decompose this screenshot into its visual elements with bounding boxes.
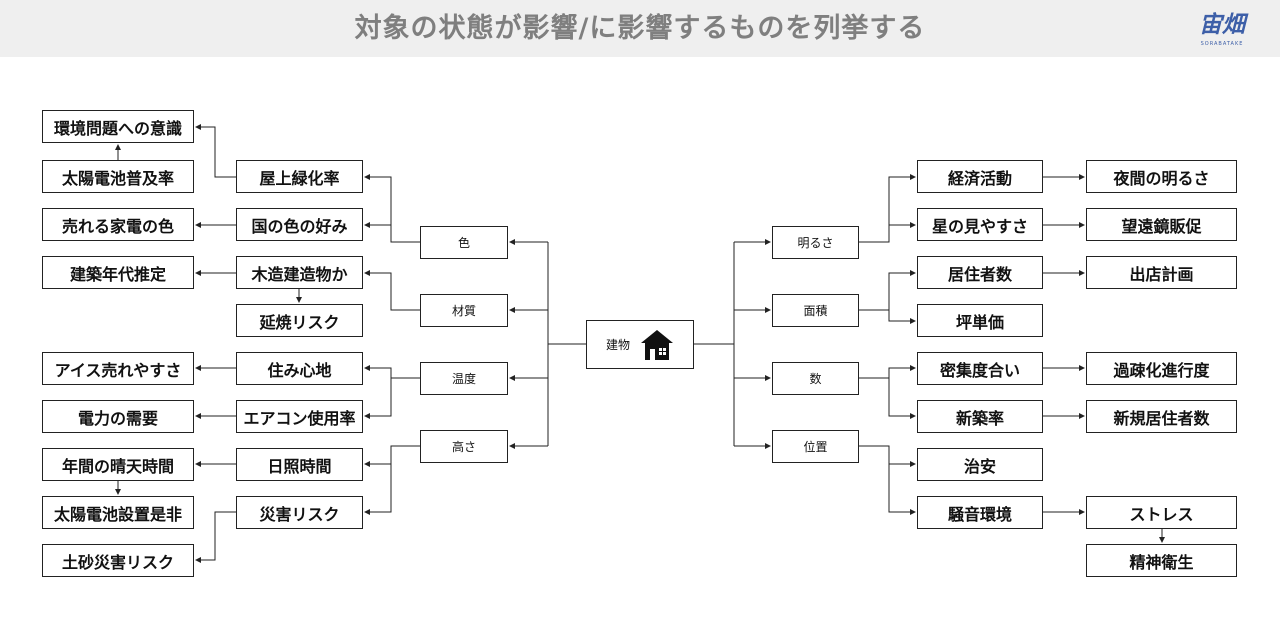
connector-line bbox=[888, 222, 916, 242]
node-appliance-color: 売れる家電の色 bbox=[42, 208, 194, 241]
node-night-brightness: 夜間の明るさ bbox=[1086, 160, 1237, 193]
node-density: 密集度合い bbox=[917, 352, 1043, 385]
logo-subtext: SORABATAKE bbox=[1200, 41, 1244, 47]
sorabatake-logo: 宙畑 SORABATAKE bbox=[1192, 10, 1252, 50]
node-ice-cream-sales: アイス売れやすさ bbox=[42, 352, 194, 385]
connector-line bbox=[195, 124, 236, 178]
header-bar bbox=[0, 0, 1280, 57]
connector-line bbox=[859, 174, 916, 243]
node-public-safety: 治安 bbox=[917, 448, 1043, 481]
category-area: 面積 bbox=[772, 294, 859, 327]
node-solar-adoption-rate: 太陽電池普及率 bbox=[42, 160, 194, 193]
category-temperature: 温度 bbox=[420, 362, 508, 395]
node-power-demand: 電力の需要 bbox=[42, 400, 194, 433]
node-construction-era: 建築年代推定 bbox=[42, 256, 194, 289]
node-mental-health: 精神衛生 bbox=[1086, 544, 1237, 577]
connector-line bbox=[888, 464, 916, 515]
category-brightness: 明るさ bbox=[772, 226, 859, 259]
center-node-building: 建物 bbox=[586, 320, 694, 369]
category-height: 高さ bbox=[420, 430, 508, 463]
node-store-planning: 出店計画 bbox=[1086, 256, 1237, 289]
node-new-residents: 新規居住者数 bbox=[1086, 400, 1237, 433]
node-comfort: 住み心地 bbox=[236, 352, 363, 385]
connector-line bbox=[195, 511, 236, 563]
connector-line bbox=[364, 378, 392, 419]
node-landslide-risk: 土砂災害リスク bbox=[42, 544, 194, 577]
node-telescope-promotion: 望遠鏡販促 bbox=[1086, 208, 1237, 241]
connector-line bbox=[364, 174, 420, 243]
node-stress: ストレス bbox=[1086, 496, 1237, 529]
node-national-color-preference: 国の色の好み bbox=[236, 208, 363, 241]
connector-line bbox=[364, 365, 420, 379]
node-sunshine-hours: 日照時間 bbox=[236, 448, 363, 481]
node-star-visibility: 星の見やすさ bbox=[917, 208, 1043, 241]
node-noise-environment: 騒音環境 bbox=[917, 496, 1043, 529]
category-location: 位置 bbox=[772, 430, 859, 463]
node-price-per-tsubo: 坪単価 bbox=[917, 304, 1043, 337]
connector-line bbox=[859, 365, 916, 379]
house-icon bbox=[641, 329, 673, 360]
node-environmental-awareness: 環境問題への意識 bbox=[42, 110, 194, 143]
node-economic-activity: 経済活動 bbox=[917, 160, 1043, 193]
node-ac-usage-rate: エアコン使用率 bbox=[236, 400, 363, 433]
category-material: 材質 bbox=[420, 294, 508, 327]
connector-line bbox=[888, 378, 916, 419]
node-solar-installation: 太陽電池設置是非 bbox=[42, 496, 194, 529]
center-label: 建物 bbox=[605, 338, 630, 352]
logo-mark: 宙畑 bbox=[1199, 12, 1245, 38]
connector-line bbox=[364, 445, 420, 467]
node-new-build-rate: 新築率 bbox=[917, 400, 1043, 433]
node-rooftop-greening-rate: 屋上緑化率 bbox=[236, 160, 363, 193]
page-title: 対象の状態が影響/に影響するものを列挙する bbox=[354, 13, 926, 44]
node-depopulation: 過疎化進行度 bbox=[1086, 352, 1237, 385]
connector-line bbox=[364, 270, 420, 311]
node-wooden-building: 木造建造物か bbox=[236, 256, 363, 289]
connector-line bbox=[859, 270, 916, 311]
node-disaster-risk: 災害リスク bbox=[236, 496, 363, 529]
category-count: 数 bbox=[772, 362, 859, 395]
node-resident-count: 居住者数 bbox=[917, 256, 1043, 289]
category-color: 色 bbox=[420, 226, 508, 259]
node-annual-sunny-hours: 年間の晴天時間 bbox=[42, 448, 194, 481]
connector-line bbox=[888, 310, 916, 324]
connector-line bbox=[364, 446, 392, 515]
connector-line bbox=[859, 445, 916, 467]
node-fire-spread-risk: 延焼リスク bbox=[236, 304, 363, 337]
